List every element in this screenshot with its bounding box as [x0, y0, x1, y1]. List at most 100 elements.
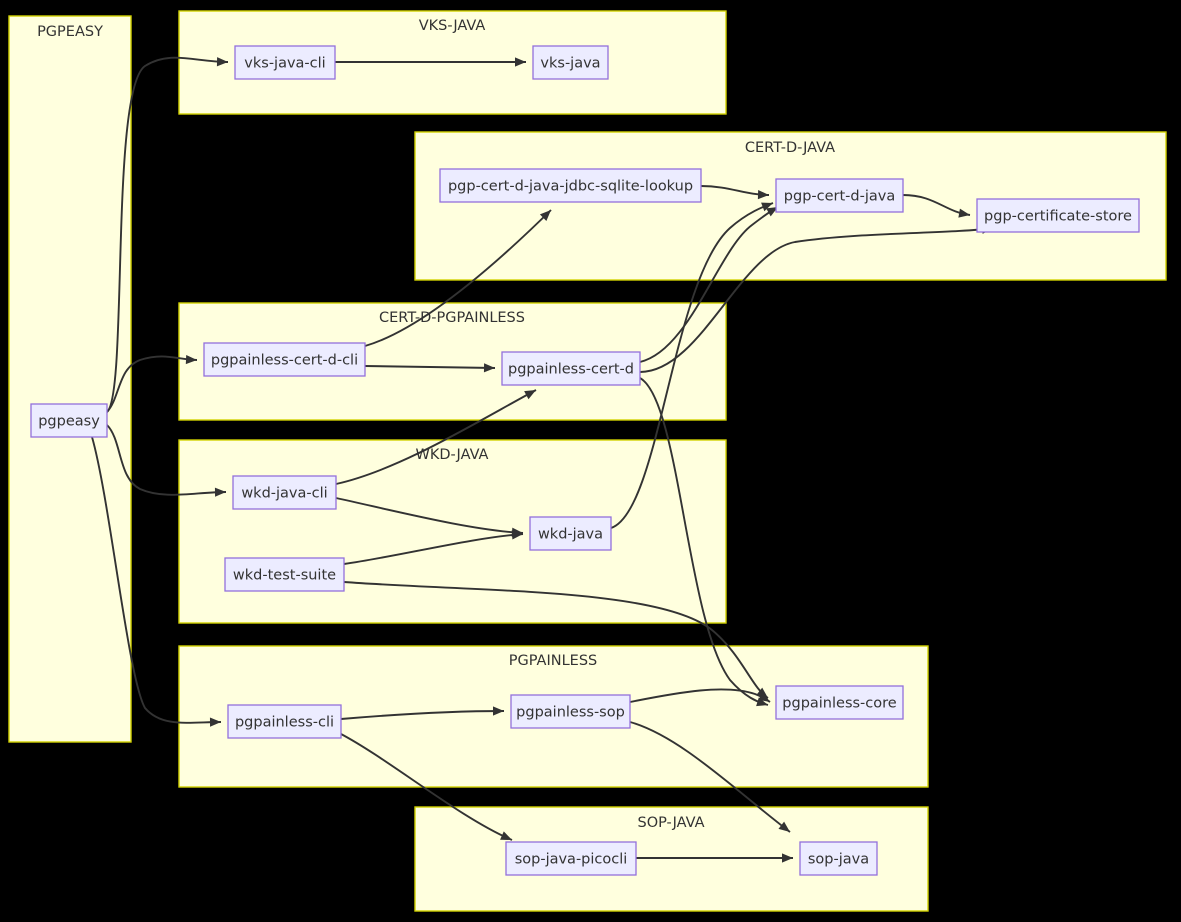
nodes-layer: pgpeasy vks-java-cli vks-java pgp-cert-d-ja…: [30, 45, 1140, 876]
node-pgp-cert-d-java-jdbc-sqlite-lookup[interactable]: pgp-cert-d-java-jdbc-sqlite-lookup: [439, 168, 702, 203]
node-sop-java[interactable]: sop-java: [799, 841, 878, 876]
node-label: sop-java: [808, 852, 869, 868]
node-box[interactable]: [501, 351, 641, 386]
edge-line: [340, 710, 505, 720]
cluster-label: SOP-JAVA: [637, 815, 704, 831]
edge-pgpainless-cert-d-cli-to-pgpainless-cert-d: [364, 363, 496, 373]
edge-sop-java-picocli-to-sop-java: [636, 853, 793, 863]
edge-line: [91, 436, 222, 724]
node-box[interactable]: [505, 841, 637, 876]
node-label: pgpainless-sop: [516, 705, 625, 721]
node-pgpainless-core[interactable]: pgpainless-core: [775, 685, 904, 720]
node-wkd-test-suite[interactable]: wkd-test-suite: [224, 557, 345, 592]
cluster-label: VKS-JAVA: [419, 18, 486, 34]
node-box[interactable]: [799, 841, 878, 876]
edge-line: [364, 209, 552, 347]
node-box[interactable]: [775, 178, 904, 213]
edge-wkd-test-suite-to-wkd-java: [343, 530, 524, 565]
node-box[interactable]: [227, 704, 342, 739]
node-label: pgpeasy: [38, 414, 100, 430]
node-vks-java-cli[interactable]: vks-java-cli: [234, 45, 336, 80]
edge-pgpainless-cert-d-cli-to-pgp-cert-d-java-jdbc-sqlite-lookup: [364, 209, 552, 347]
arrowhead-icon: [500, 831, 512, 840]
edge-line: [106, 355, 198, 413]
node-label: pgp-certificate-store: [984, 209, 1132, 225]
node-label: pgpainless-core: [782, 696, 896, 712]
edge-pgpeasy-to-pgpainless-cert-d-cli: [106, 354, 198, 413]
arrowhead-icon: [761, 202, 773, 212]
node-pgpainless-sop[interactable]: pgpainless-sop: [510, 694, 631, 729]
cluster-box: [8, 15, 132, 743]
edge-pgpeasy-to-wkd-java-cli: [106, 424, 227, 497]
edge-pgpainless-cert-d-to-pgp-cert-d-java: [639, 206, 779, 363]
arrowhead-icon: [766, 207, 778, 217]
cluster-pgpeasy: PGPEASY: [8, 15, 132, 743]
edge-pgpainless-sop-to-sop-java: [629, 721, 791, 833]
edge-line: [364, 365, 496, 369]
edge-line: [335, 389, 537, 485]
cluster-box: [178, 439, 727, 624]
arrowhead-icon: [216, 57, 228, 67]
arrowhead-icon: [958, 208, 970, 218]
arrowhead-icon: [778, 821, 790, 832]
edge-line: [639, 227, 994, 373]
edge-line: [639, 377, 769, 706]
node-pgpainless-cert-d[interactable]: pgpainless-cert-d: [501, 351, 641, 386]
node-pgpeasy[interactable]: pgpeasy: [30, 403, 108, 438]
arrowhead-icon: [758, 692, 770, 702]
node-label: pgpainless-cert-d: [508, 362, 634, 378]
node-box[interactable]: [232, 475, 337, 510]
arrowhead-icon: [782, 853, 793, 863]
node-wkd-java-cli[interactable]: wkd-java-cli: [232, 475, 337, 510]
arrowhead-icon: [483, 363, 495, 373]
node-label: vks-java-cli: [244, 56, 325, 72]
node-label: wkd-java-cli: [241, 486, 327, 502]
arrowhead-icon: [511, 530, 523, 540]
edge-line: [610, 202, 774, 529]
arrowhead-icon: [214, 487, 226, 497]
arrowhead-icon: [539, 210, 551, 221]
node-box[interactable]: [775, 685, 904, 720]
node-label: wkd-java: [538, 527, 603, 543]
edge-line: [106, 56, 229, 413]
node-box[interactable]: [224, 557, 345, 592]
node-box[interactable]: [439, 168, 702, 203]
cluster-label: CERT-D-JAVA: [745, 140, 835, 156]
node-box[interactable]: [510, 694, 631, 729]
edge-line: [629, 721, 791, 833]
edges-layer: [91, 56, 994, 863]
edge-pgpainless-sop-to-pgpainless-core: [629, 688, 771, 703]
node-box[interactable]: [529, 516, 612, 551]
node-sop-java-picocli[interactable]: sop-java-picocli: [505, 841, 637, 876]
edge-line: [335, 497, 524, 534]
node-pgpainless-cli[interactable]: pgpainless-cli: [227, 704, 342, 739]
node-label: sop-java-picocli: [515, 852, 628, 868]
node-box[interactable]: [203, 342, 366, 377]
node-pgp-cert-d-java[interactable]: pgp-cert-d-java: [775, 178, 904, 213]
arrowhead-icon: [209, 717, 221, 727]
node-label: pgpainless-cert-d-cli: [211, 353, 358, 369]
cluster-label: PGPAINLESS: [509, 653, 598, 669]
arrowhead-icon: [757, 190, 769, 200]
cluster-label: PGPEASY: [37, 24, 103, 40]
edge-pgpeasy-to-pgpainless-cli: [91, 436, 222, 727]
edge-pgp-cert-d-java-to-pgp-certificate-store: [902, 194, 971, 218]
node-box[interactable]: [30, 403, 108, 438]
node-pgpainless-cert-d-cli[interactable]: pgpainless-cert-d-cli: [203, 342, 366, 377]
edge-line: [106, 424, 227, 496]
edge-wkd-java-cli-to-pgpainless-cert-d: [335, 389, 537, 485]
node-box[interactable]: [976, 198, 1140, 233]
node-box[interactable]: [532, 45, 609, 80]
edge-pgpainless-cli-to-sop-java-picocli: [340, 733, 513, 841]
cluster-wkd_java: WKD-JAVA: [178, 439, 727, 624]
node-wkd-java[interactable]: wkd-java: [529, 516, 612, 551]
node-vks-java[interactable]: vks-java: [532, 45, 609, 80]
edge-line: [343, 581, 769, 699]
node-box[interactable]: [234, 45, 336, 80]
edge-pgpeasy-to-vks-java-cli: [106, 56, 229, 413]
node-pgp-certificate-store[interactable]: pgp-certificate-store: [976, 198, 1140, 233]
node-label: pgpainless-cli: [235, 715, 334, 731]
